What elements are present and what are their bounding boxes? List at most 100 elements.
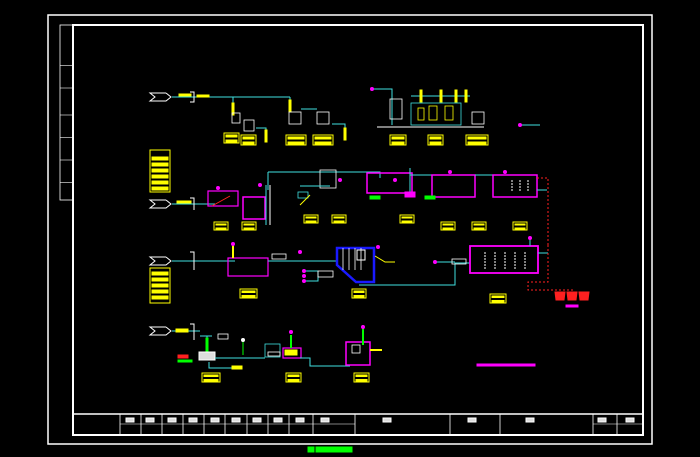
sludge-bag-icon [554,291,566,301]
chemical-tank [471,111,485,125]
valve-icon [370,87,374,91]
drawing-frame [47,14,653,445]
valve-icon [528,236,532,240]
process-row-2 [148,149,549,245]
valve-icon [258,183,262,187]
binding-strip [59,24,74,201]
valve-icon [241,338,245,342]
equipment-label [353,372,370,383]
legend-row [151,156,169,161]
sludge-bag-icon [566,291,578,301]
inlet-arrow-icon [148,92,172,102]
title-cell-text [525,417,535,423]
label-text-block [401,220,413,223]
tank-tag [284,349,298,356]
pipe-line [300,357,350,367]
label-text-block [305,220,317,223]
label-text-block [215,227,227,230]
pump [428,105,438,121]
label-text-block [241,295,256,298]
clarifier-inlet [356,249,366,261]
valve-icon [302,269,306,273]
label-text-block [401,216,413,219]
pump [451,258,467,265]
equipment-label [399,214,415,224]
label-text-block [287,136,305,140]
title-cell-text [252,417,262,423]
valve-icon [518,123,522,127]
valve-icon [338,178,342,182]
label-text-block [355,379,368,382]
equipment-label [285,134,307,146]
equipment-label [471,221,487,231]
label-text-block [514,223,526,226]
flow-tag [369,195,381,200]
label-text-block [225,134,238,138]
label-text-block [491,295,505,298]
dewatering-unit [198,351,216,361]
grit-chamber [242,196,266,220]
legend-table [149,267,171,304]
pipe-tag [178,93,192,97]
pipe-tag [176,200,192,204]
pump [217,333,229,340]
inner-border [72,24,644,436]
buffer-tank [264,343,281,358]
equipment-label [331,214,347,224]
pipe-line [299,194,311,206]
dosing-unit [319,169,337,189]
label-text-block [391,136,405,140]
screen-channel [207,190,239,207]
equipment-label [489,293,507,304]
pipe-line [268,171,381,178]
label-text-block [355,374,368,377]
inlet-arrow-icon [148,326,172,336]
title-block [73,413,643,435]
anoxic-tank [431,174,476,198]
equipment-label [223,132,240,144]
label-text-block [442,223,454,226]
label-text-block [305,216,317,219]
sludge-bag-icon [578,291,590,301]
pump [444,105,454,121]
valve-icon [298,250,302,254]
label-text-block [429,136,442,140]
sludge-line [527,245,575,291]
valve-icon [289,330,293,334]
legend-row [151,289,169,294]
pipe-tag [439,89,443,103]
label-text-block [442,227,454,230]
dosing-tank [316,111,330,125]
equipment-label [351,288,367,299]
process-row-1 [148,87,540,146]
valve-icon [433,260,437,264]
mbr-tank [469,245,539,274]
valve-icon [448,170,452,174]
label-text-block [241,290,256,293]
pipe-tag [288,99,292,113]
title-cell-text [320,417,330,423]
pipe-line [190,323,195,340]
dosing-tank [231,112,241,124]
equipment-label [427,134,444,146]
dosing-skid [410,102,462,126]
pipe-line [190,91,195,103]
pipe-tag [231,102,235,116]
legend-row [151,277,169,282]
label-text-block [333,216,345,219]
title-cell-text [625,417,635,423]
label-text-block [287,141,305,145]
label-text-block [353,295,365,298]
legend-row [151,168,169,173]
equipment-label [465,134,489,146]
pump [267,351,281,357]
label-text-block [473,227,485,230]
legend-row [151,283,169,288]
process-row-4 [148,323,536,383]
label-text-block [491,300,505,303]
pipe-line [359,262,470,286]
outer-border [47,14,653,445]
inlet-box [351,344,361,354]
pipe-tag [419,89,423,103]
